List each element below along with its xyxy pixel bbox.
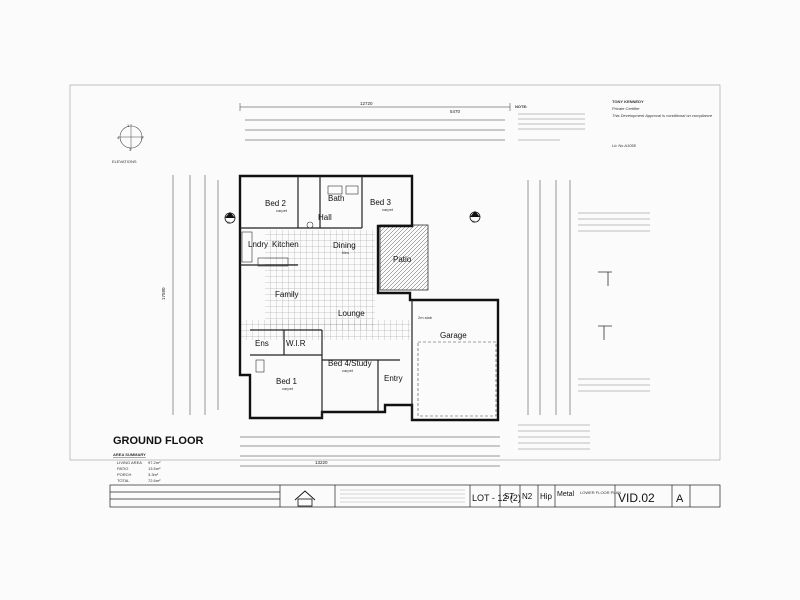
- section-marker-right: A: [473, 219, 476, 224]
- bed2-floor: carpet: [276, 208, 288, 213]
- title-n2: N2: [522, 492, 533, 501]
- room-bed2: Bed 2: [265, 199, 286, 208]
- room-bed3: Bed 3: [370, 198, 391, 207]
- title-block: [109, 484, 721, 508]
- room-bed1: Bed 1: [276, 377, 297, 386]
- bottom-dimension-lines: [240, 436, 500, 467]
- left-dimension-lines: [172, 175, 219, 415]
- top-dimension-lines: [239, 103, 511, 141]
- title-block-fine-print: [340, 489, 465, 503]
- towel-rail-detail-icon: [598, 271, 612, 340]
- area-row-value: 97.2m²: [148, 460, 161, 465]
- title-plan-name: LOWER FLOOR PLAN: [580, 490, 621, 495]
- svg-text:2: 2: [141, 135, 144, 140]
- elevations-compass-icon: 1 2 3 4: [117, 123, 144, 152]
- elevations-label: ELEVATIONS: [112, 159, 137, 164]
- title-block-house-icon: [294, 490, 316, 507]
- area-row-value: 13.5m²: [148, 466, 161, 471]
- room-kitchen: Kitchen: [272, 240, 299, 249]
- dining-floor: tiles: [342, 250, 349, 255]
- garage-note: 2m slab: [418, 315, 433, 320]
- title-st: ST: [504, 492, 514, 501]
- certifier-lic: Lic No A1058: [612, 143, 637, 148]
- area-row-label: PATIO: [117, 466, 128, 471]
- area-row-value: 3.3m²: [148, 472, 159, 477]
- fixtures: [241, 185, 359, 373]
- notes-text-lines: [518, 113, 585, 141]
- room-patio: Patio: [393, 255, 412, 264]
- room-wir: W.I.R: [286, 339, 306, 348]
- area-row-label: PORCH: [117, 472, 132, 477]
- title-revision: A: [676, 493, 684, 505]
- dim-top-total: 12720: [360, 101, 373, 106]
- svg-text:1: 1: [127, 123, 130, 128]
- dim-right-top: 5470: [450, 109, 461, 114]
- area-summary-table: LIVING AREA 97.2m² PATIO 13.5m² PORCH 3.…: [117, 460, 161, 483]
- section-marker-right-icon: [469, 211, 481, 223]
- title-drawing-no: VID.02: [618, 491, 655, 505]
- sheet-frame: [69, 84, 721, 461]
- certifier-note: This Development Approval is conditional…: [612, 113, 713, 118]
- notes-heading: NOTE:: [515, 104, 527, 109]
- tiled-floor-strip: [240, 320, 410, 340]
- bed1-floor: carpet: [282, 386, 294, 391]
- garage-door-outline: [417, 341, 497, 417]
- tiled-floor-area: [265, 230, 375, 330]
- room-family: Family: [275, 290, 299, 299]
- area-row-value: 72.6m²: [148, 478, 161, 483]
- title-hip: Hip: [540, 492, 553, 501]
- section-marker-left: A: [228, 220, 231, 225]
- room-lounge: Lounge: [338, 309, 365, 318]
- ground-floor-title: GROUND FLOOR: [113, 435, 203, 447]
- svg-text:3: 3: [129, 147, 132, 152]
- patio-hatch: [379, 224, 429, 291]
- area-row-label: TOTAL: [117, 478, 130, 483]
- title-lot: LOT - 12 (2): [472, 493, 521, 503]
- area-row-label: LIVING AREA: [117, 460, 142, 465]
- area-summary-title: AREA SUMMARY: [113, 452, 146, 457]
- svg-text:4: 4: [117, 135, 120, 140]
- right-dimension-lines: [527, 180, 571, 415]
- dim-left-total: 17580: [161, 287, 166, 300]
- dim-bottom-total: 13220: [315, 460, 328, 465]
- room-hall: Hall: [318, 213, 332, 222]
- interior-walls: [240, 176, 413, 420]
- room-bed4: Bed 4/Study: [328, 359, 372, 368]
- certifier-name: TONY KENNEDY: [612, 99, 644, 104]
- room-garage: Garage: [440, 331, 467, 340]
- bed3-floor: carpet: [382, 207, 394, 212]
- room-bath: Bath: [328, 194, 344, 203]
- room-entry: Entry: [384, 374, 403, 383]
- section-marker-left-icon: [224, 212, 236, 224]
- room-laundry: Lndry: [248, 240, 268, 249]
- title-metal: Metal: [557, 491, 575, 498]
- bed4-floor: carpet: [342, 368, 354, 373]
- right-notes-lines: [518, 212, 650, 450]
- room-dining: Dining: [333, 241, 356, 250]
- room-ens: Ens: [255, 339, 269, 348]
- certifier-role: Private Certifier: [612, 106, 640, 111]
